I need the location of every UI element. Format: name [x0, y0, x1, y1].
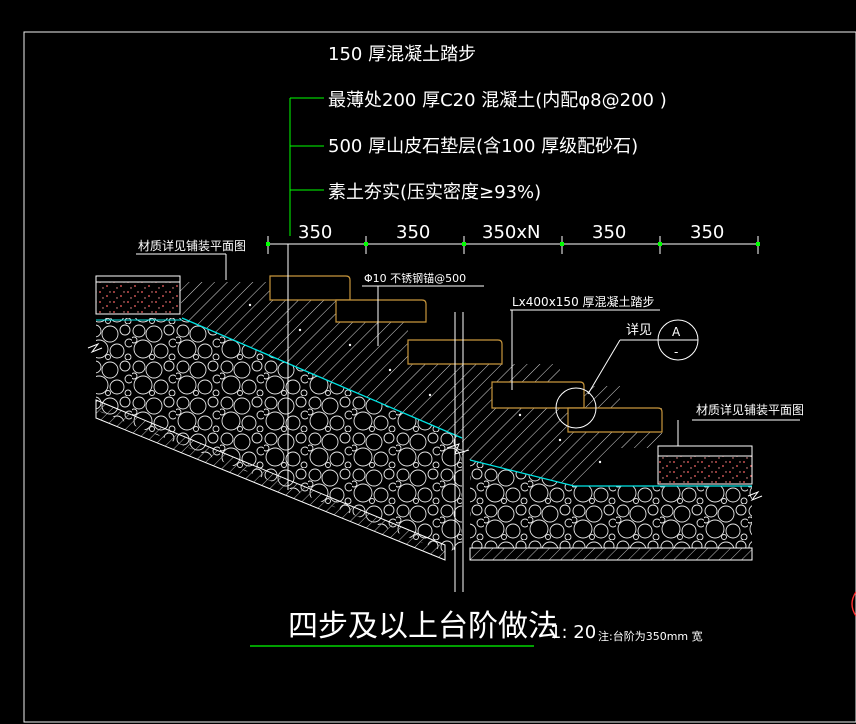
- dimension-ticks: [266, 242, 760, 246]
- annotation-texts: 材质详见铺装平面图 Φ10 不锈钢锚@500 Lx400x150 厚混凝土踏步 …: [138, 238, 804, 417]
- drawing-title: 四步及以上台阶做法: [288, 609, 558, 644]
- callout-line-1: 150 厚混凝土踏步: [328, 44, 476, 65]
- label-leaders: [136, 253, 800, 446]
- detail-circle: [555, 387, 597, 429]
- gravel-top-right: [469, 459, 752, 487]
- break-zigzag: [446, 443, 470, 455]
- left-concrete-base: [95, 281, 181, 315]
- dim-2: 350: [396, 222, 430, 243]
- callout-line-2: 最薄处200 厚C20 混凝土(内配φ8@200 ): [328, 90, 667, 111]
- dimension-texts: 350 350 350xN 350 350: [298, 222, 724, 243]
- drawing-frame: [23, 31, 856, 723]
- drawing-note: 注:台阶为350mm 宽: [598, 629, 703, 643]
- break-mark-left: [87, 342, 103, 354]
- step-4: [491, 381, 585, 409]
- drawing-scale: 1: 20: [550, 622, 596, 643]
- step-2: [335, 299, 427, 323]
- right-concrete-base: [657, 455, 753, 485]
- gravel-top-left: [181, 317, 463, 439]
- title-block: 四步及以上台阶做法 1: 20 注:台阶为350mm 宽: [288, 609, 703, 644]
- detail-sub: -: [674, 345, 678, 359]
- step-5: [567, 407, 663, 433]
- material-label-left: 材质详见铺装平面图: [138, 238, 246, 253]
- soil-band-right: [469, 547, 753, 561]
- step-1: [269, 275, 351, 301]
- soil-band-left: [95, 399, 446, 561]
- concrete-steps: [269, 275, 663, 433]
- dim-3: 350xN: [482, 222, 540, 243]
- break-mark-right: [747, 490, 763, 502]
- dim-5: 350: [690, 222, 724, 243]
- left-paving-surface: [95, 275, 181, 283]
- callout-line-4: 素土夯实(压实密度≥93%): [328, 182, 541, 203]
- dim-1: 350: [298, 222, 332, 243]
- material-label-right: 材质详见铺装平面图: [696, 402, 804, 417]
- detail-letter: A: [672, 325, 681, 339]
- right-paving-surface: [657, 445, 753, 457]
- callout-line-3: 500 厚山皮石垫层(含100 厚级配砂石): [328, 136, 638, 157]
- stone-fill-right: [470, 460, 752, 548]
- concrete-aggregate-marks: [248, 303, 602, 464]
- edge-marker: [851, 591, 856, 617]
- tread-label: Lx400x150 厚混凝土踏步: [512, 294, 655, 309]
- detail-ref-label: 详见: [626, 323, 652, 338]
- concrete-body-hatch: [180, 282, 662, 486]
- callout-texts: 150 厚混凝土踏步 最薄处200 厚C20 混凝土(内配φ8@200 ) 50…: [328, 44, 667, 203]
- rebar-label: Φ10 不锈钢锚@500: [364, 271, 466, 285]
- dim-4: 350: [592, 222, 626, 243]
- callout-leader: [289, 97, 324, 236]
